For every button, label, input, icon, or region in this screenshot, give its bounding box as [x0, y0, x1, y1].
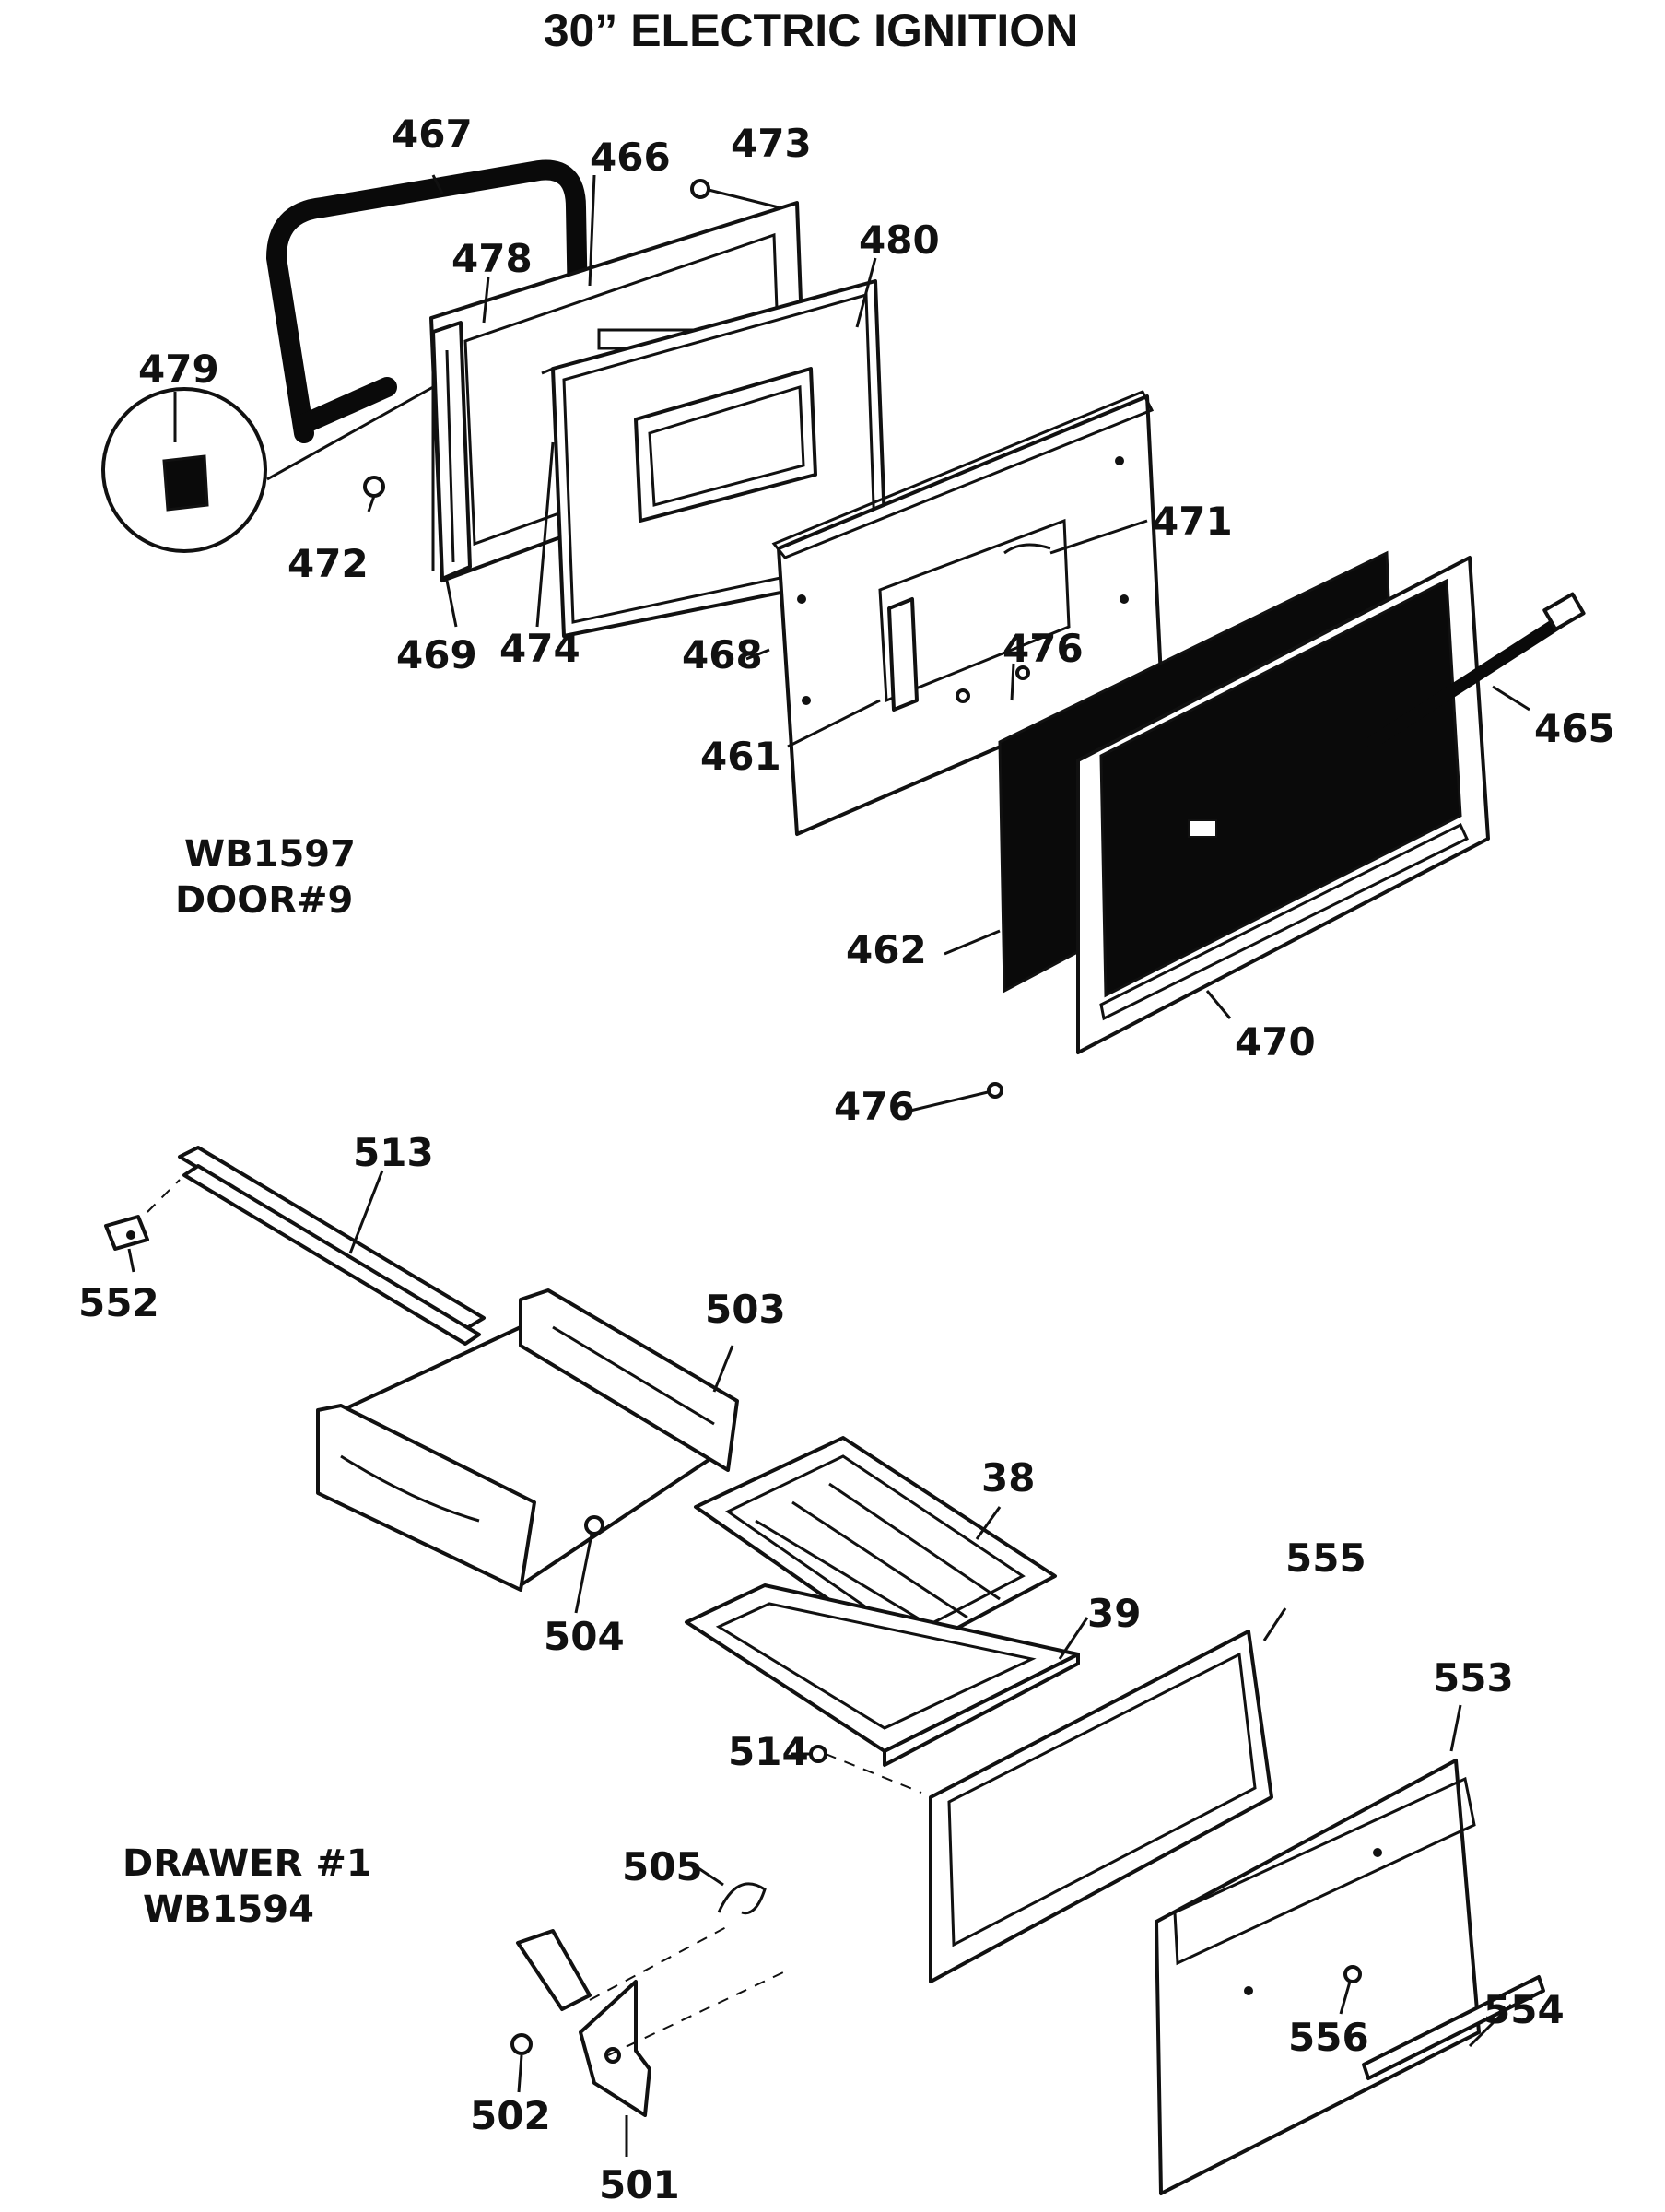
callout-39: 39 [1087, 1591, 1141, 1636]
door-model-number: WB1597 [184, 833, 356, 876]
callout-469: 469 [396, 632, 477, 677]
part-drawer-rail-513 [147, 1146, 486, 1346]
part-door-liner-side-469 [431, 321, 472, 581]
callout-554: 554 [1483, 1987, 1565, 2032]
callout-470: 470 [1235, 1019, 1316, 1065]
callout-552: 552 [78, 1280, 159, 1325]
door-number: DOOR#9 [175, 879, 353, 922]
part-pin-504 [574, 1515, 604, 1614]
callout-553: 553 [1433, 1655, 1514, 1700]
part-screw-476 [909, 1082, 1003, 1112]
callout-555: 555 [1285, 1535, 1366, 1581]
part-nut-502 [510, 2033, 533, 2093]
callout-465: 465 [1534, 706, 1615, 751]
part-screw-472 [363, 476, 385, 512]
part-rail-bracket-552 [104, 1215, 149, 1273]
diagram-title: 30” ELECTRIC IGNITION [544, 5, 1079, 56]
part-drawer-trim-554 [1362, 1975, 1545, 2080]
callout-513: 513 [353, 1130, 434, 1175]
callout-556: 556 [1288, 2015, 1369, 2060]
callout-478: 478 [451, 236, 533, 281]
callout-466: 466 [590, 135, 671, 180]
drawer-number: DRAWER #1 [123, 1842, 372, 1885]
part-broiler-grid-38 [694, 1436, 1057, 1656]
callout-504: 504 [544, 1614, 625, 1659]
callout-505: 505 [622, 1844, 703, 1889]
part-trim-strip-465 [1366, 592, 1586, 748]
part-broiler-pan-39 [685, 1583, 1080, 1767]
callout-502: 502 [470, 2093, 551, 2138]
part-outer-door-frame-470 [1076, 556, 1490, 1054]
part-nut-514 [791, 1745, 922, 1794]
part-screw-556 [1339, 1965, 1362, 2015]
callout-468: 468 [682, 632, 763, 677]
callout-472: 472 [287, 541, 369, 586]
callout-474: 474 [499, 626, 580, 671]
part-drawer-front-outer-553 [1155, 1704, 1481, 2195]
callout-501: 501 [599, 2162, 680, 2207]
callout-462: 462 [846, 927, 927, 972]
callout-473: 473 [731, 121, 812, 166]
callout-38: 38 [981, 1455, 1035, 1500]
part-drawer-bracket-501 [516, 1929, 651, 2157]
callout-471: 471 [1152, 499, 1233, 544]
part-clip-505 [695, 1865, 767, 1915]
callout-467: 467 [392, 112, 473, 157]
callout-479: 479 [138, 347, 219, 392]
callout-476b: 476 [834, 1084, 915, 1129]
callout-503: 503 [705, 1287, 786, 1332]
callout-480: 480 [859, 218, 940, 263]
callout-461: 461 [700, 734, 781, 779]
part-drawer-body-503 [316, 1288, 739, 1592]
part-door-gasket-467 [266, 159, 589, 443]
drawer-model-number: WB1594 [143, 1888, 314, 1931]
part-door-inner-panel-468 [771, 390, 1163, 836]
callout-476a: 476 [1003, 626, 1084, 671]
part-detail-circle-479 [101, 385, 434, 553]
callout-514: 514 [728, 1729, 809, 1774]
part-drawer-front-inner-555 [929, 1607, 1287, 1983]
part-screw-473 [690, 179, 780, 209]
